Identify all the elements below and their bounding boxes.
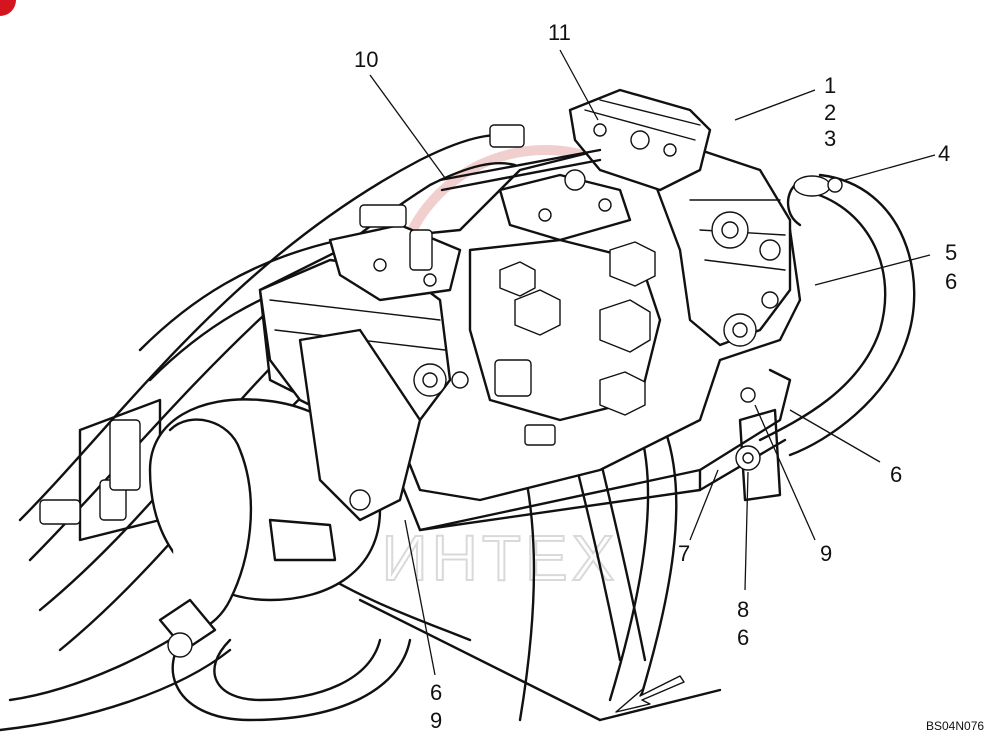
hose-fittings bbox=[39, 124, 843, 525]
leader-lines bbox=[369, 49, 936, 676]
callout-11: 11 bbox=[548, 20, 571, 45]
watermark-text: ИНТЕХ bbox=[382, 522, 619, 594]
corner-badge-icon bbox=[0, 0, 16, 16]
drawing-code: BS04N076 bbox=[926, 719, 984, 733]
callout-6-right: 6 bbox=[890, 462, 902, 487]
callout-labels: 11 10 1 2 3 4 5 6 6 9 7 8 6 6 9 bbox=[354, 20, 957, 733]
callout-1: 1 bbox=[824, 73, 836, 98]
callout-7: 7 bbox=[678, 541, 690, 566]
callout-6-bottom: 6 bbox=[430, 680, 442, 705]
callout-2: 2 bbox=[824, 100, 836, 125]
callout-8: 8 bbox=[737, 597, 749, 622]
callout-6-upper-right: 6 bbox=[945, 269, 957, 294]
callout-5: 5 bbox=[945, 240, 957, 265]
callout-10: 10 bbox=[354, 47, 378, 72]
callout-4: 4 bbox=[938, 141, 950, 166]
callout-3: 3 bbox=[824, 126, 836, 151]
callout-6-lower-right: 6 bbox=[737, 625, 749, 650]
callout-9-right: 9 bbox=[820, 541, 832, 566]
front-direction-arrow-icon bbox=[615, 675, 685, 713]
callout-9-bottom: 9 bbox=[430, 708, 442, 733]
charge-pump bbox=[148, 328, 422, 658]
